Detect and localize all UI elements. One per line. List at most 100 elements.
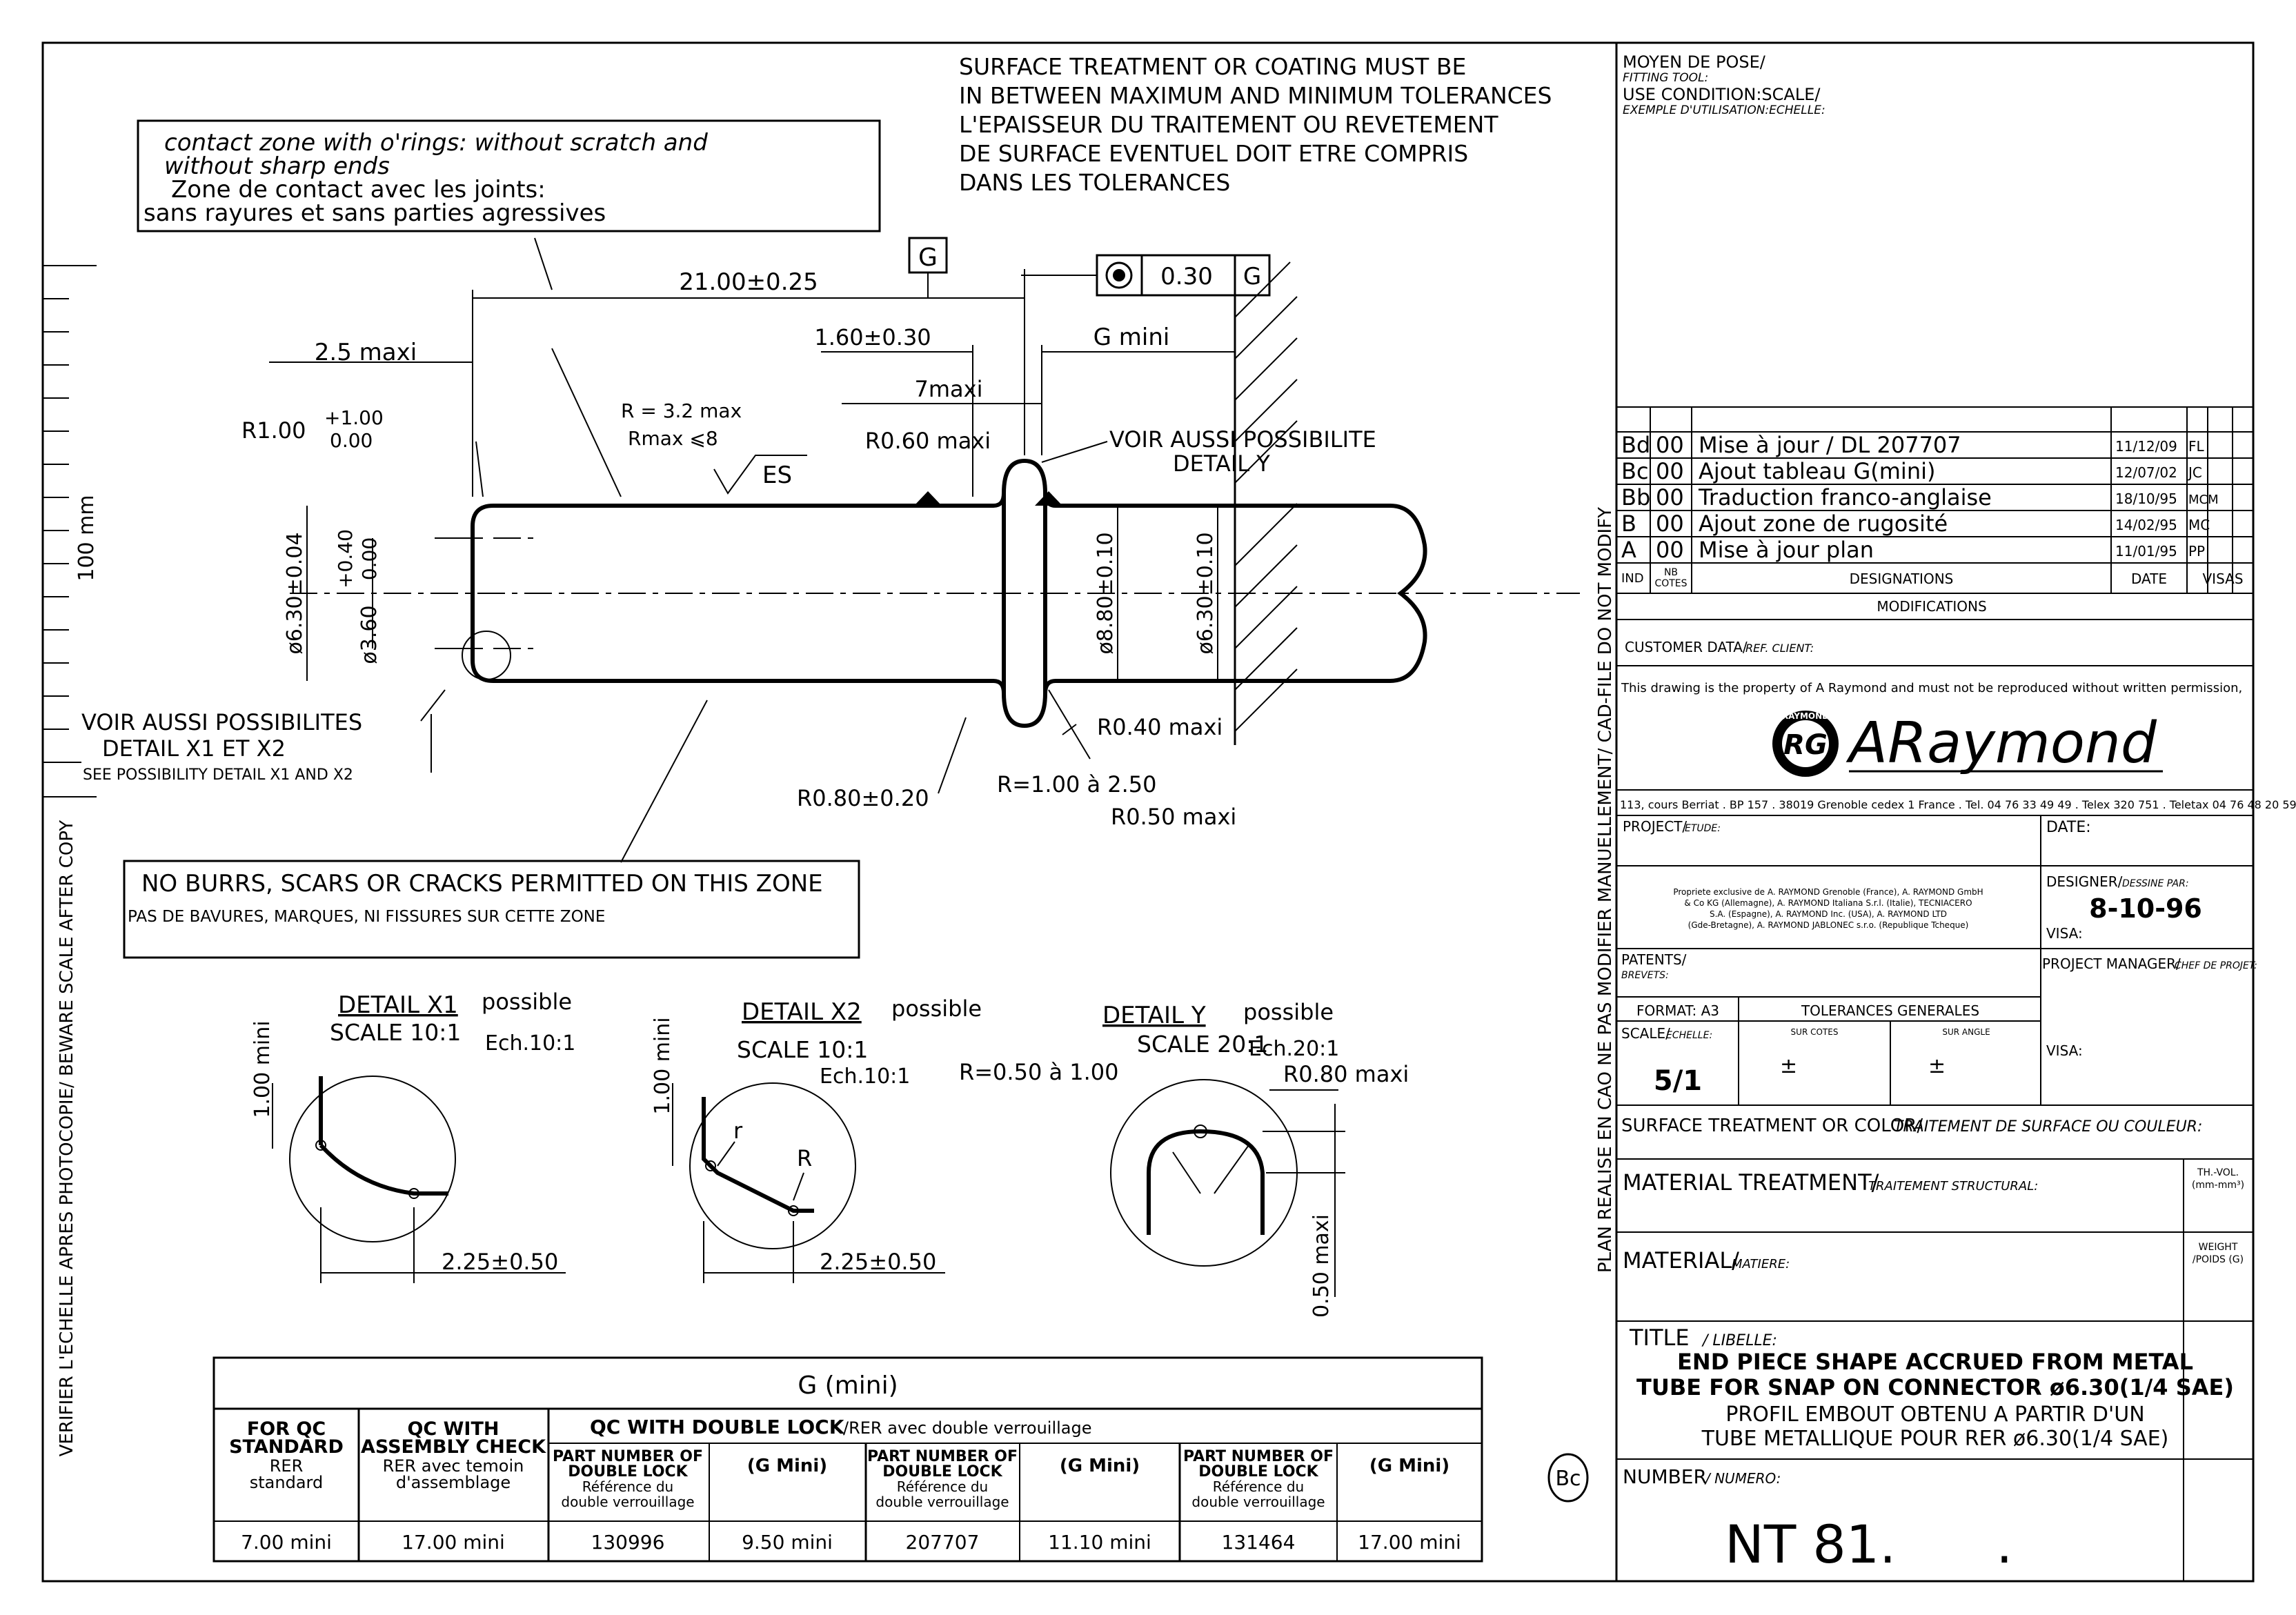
detail-x2-width: 2.25±0.50 [820,1249,936,1275]
svg-text:IND: IND [1621,571,1644,586]
g-table-cell: 130996 [591,1531,665,1554]
detail-x2-height: 1.00 mini [651,1017,675,1114]
dim-r080: R0.80±0.20 [797,785,929,811]
svg-text:A: A [1621,537,1636,563]
dim-r100-plus: +1.00 [324,406,384,429]
svg-text:QC WITH DOUBLE LOCK: QC WITH DOUBLE LOCK [590,1416,845,1438]
g-table-cell: 9.50 mini [742,1531,833,1554]
svg-text:MCM: MCM [2188,493,2219,507]
svg-text:DETAIL Y: DETAIL Y [1173,450,1270,477]
revision-row: A 00 Mise à jour plan 11/01/95 PP [1621,537,2205,563]
no-burrs-note: NO BURRS, SCARS OR CRACKS PERMITTED ON T… [123,860,860,959]
scale-bar [43,265,97,797]
svg-text:B: B [1621,511,1636,537]
svg-text:standard: standard [250,1473,323,1492]
svg-text:Ajout zone de rugosité: Ajout zone de rugosité [1699,511,1948,537]
svg-text:00: 00 [1656,458,1684,484]
dim-d360-minus: 0.00 [358,537,381,580]
detail-x2-ech: Ech.10:1 [820,1064,910,1089]
bead-outline [993,458,1056,729]
svg-text:(mm-mm³): (mm-mm³) [2192,1180,2244,1191]
break-line [1389,504,1427,683]
detail-x1-ech: Ech.10:1 [485,1031,575,1056]
svg-text:(G Mini): (G Mini) [1060,1456,1140,1476]
detail-x1-title: DETAIL X1 [338,991,458,1019]
svg-text:EXEMPLE D'UTILISATION:ECHELLE:: EXEMPLE D'UTILISATION:ECHELLE: [1623,103,1825,117]
svg-text:Mise à jour plan: Mise à jour plan [1699,537,1874,563]
svg-text:VISA:: VISA: [2046,1042,2083,1059]
voir-aussi-x-note: VOIR AUSSI POSSIBILITES DETAIL X1 ET X2 … [43,709,432,784]
svg-text:ETUDE:: ETUDE: [1685,823,1721,834]
svg-text:WEIGHT: WEIGHT [2199,1242,2238,1253]
main-view: G 0.30 G 21.00±0.25 1.60±0.30 G mini 7ma… [241,237,1580,863]
svg-text:Bd: Bd [1621,432,1650,458]
svg-text:/ NUMERO:: / NUMERO: [1704,1470,1781,1487]
svg-text:Mise à jour / DL 207707: Mise à jour / DL 207707 [1699,432,1961,458]
margin-note-right: PLAN REALISE EN CAO NE PAS MODIFIER MANU… [1595,507,1616,1273]
svg-text:PATENTS/: PATENTS/ [1621,951,1687,968]
detail-y-title: DETAIL Y [1102,1002,1206,1029]
svg-text:RAYMOND: RAYMOND [1782,711,1829,721]
detail-x1: DETAIL X1 possible SCALE 10:1 Ech.10:1 1… [250,989,575,1283]
detail-y: DETAIL Y possible SCALE 20:1 Ech.20:1 R=… [959,999,1409,1318]
detail-y-r080: R0.80 maxi [1283,1061,1409,1087]
revision-row: Bb 00 Traduction franco-anglaise 18/10/9… [1621,484,2219,511]
svg-text:14/02/95: 14/02/95 [2115,517,2177,533]
svg-text:MC: MC [2188,517,2210,533]
g-mini-table: G (mini) FOR QC STANDARD RER standard QC… [212,1356,1483,1563]
svg-text:Référence du: Référence du [582,1478,673,1495]
detail-x1-height: 1.00 mini [250,1020,275,1118]
dim-r040: R0.40 maxi [1097,714,1223,740]
g-table-cell: 131464 [1222,1531,1296,1554]
svg-text:11/01/95: 11/01/95 [2115,543,2177,559]
svg-text:VOIR AUSSI POSSIBILITES: VOIR AUSSI POSSIBILITES [81,709,362,735]
svg-text:ASSEMBLY CHECK: ASSEMBLY CHECK [361,1436,546,1458]
svg-text:BREVETS:: BREVETS: [1621,970,1669,981]
svg-text:Référence du: Référence du [1213,1478,1304,1495]
svg-text:(G Mini): (G Mini) [747,1456,827,1476]
svg-text:DOUBLE LOCK: DOUBLE LOCK [568,1463,688,1480]
dim-d630-b: ø6.30±0.10 [1194,532,1218,654]
revision-row: Bc 00 Ajout tableau G(mini) 12/07/02 JC [1621,458,2202,484]
svg-text:TRAITEMENT STRUCTURAL:: TRAITEMENT STRUCTURAL: [1868,1179,2038,1193]
svg-text:CHEF DE PROJET:: CHEF DE PROJET: [2175,960,2257,971]
svg-text:DE SURFACE EVENTUEL DOIT ETRE: DE SURFACE EVENTUEL DOIT ETRE COMPRIS [959,140,1468,167]
svg-text:/ LIBELLE:: / LIBELLE: [1701,1332,1777,1349]
sheet-border [41,41,2255,1583]
dim-d360-plus: +0.40 [334,529,357,588]
svg-text:DESIGNATIONS: DESIGNATIONS [1850,571,1954,587]
svg-text:NO BURRS, SCARS OR CRACKS PERM: NO BURRS, SCARS OR CRACKS PERMITTED ON T… [141,870,823,898]
detail-y-scale: SCALE 20:1 [1137,1031,1268,1058]
margin-note-left: VERIFIER L'ECHELLE APRES PHOTOCOPIE/ BEW… [57,820,77,1457]
svg-text:REF. CLIENT:: REF. CLIENT: [1745,642,1814,655]
svg-text:double verrouillage: double verrouillage [1191,1494,1325,1510]
svg-text:PART NUMBER OF: PART NUMBER OF [1183,1448,1334,1465]
svg-text:RER: RER [270,1456,304,1476]
detail-x2-r-big: R [797,1145,812,1171]
svg-text:MATERIAL TREATMENT/: MATERIAL TREATMENT/ [1623,1169,1879,1196]
svg-text:DOUBLE LOCK: DOUBLE LOCK [1198,1463,1318,1480]
dim-offset: 1.60±0.30 [814,324,931,350]
svg-text:FOR QC: FOR QC [247,1418,326,1440]
detail-x1-suffix: possible [482,989,572,1015]
svg-text:00: 00 [1656,537,1684,563]
revision-row: Bd 00 Mise à jour / DL 207707 11/12/09 F… [1621,432,2205,458]
svg-text:TH.-VOL.: TH.-VOL. [2197,1167,2239,1178]
svg-text:12/07/02: 12/07/02 [2115,464,2177,481]
svg-text:COTES: COTES [1654,578,1687,589]
svg-text:±: ± [1780,1054,1797,1078]
detail-x2-r-small: r [733,1118,743,1144]
svg-text:USE CONDITION:SCALE/: USE CONDITION:SCALE/ [1623,85,1821,104]
svg-text:SEE POSSIBILITY DETAIL X1 AND: SEE POSSIBILITY DETAIL X1 AND X2 [83,766,353,784]
drawing-title-fr: PROFIL EMBOUT OBTENU A PARTIR D'UN [1725,1403,2144,1427]
concentricity-icon [1105,261,1133,289]
dim-7maxi: 7maxi [915,376,983,402]
roughness-mark [914,491,942,506]
svg-text:PART NUMBER OF: PART NUMBER OF [867,1448,1018,1465]
scale-value: 5/1 [1654,1065,1702,1097]
svg-text:L'EPAISSEUR DU TRAITEMENT OU R: L'EPAISSEUR DU TRAITEMENT OU REVETEMENT [959,111,1498,138]
svg-text:Traduction franco-anglaise: Traduction franco-anglaise [1698,484,1992,511]
svg-text:STANDARD: STANDARD [229,1436,344,1458]
drawing-number: NT 81. . [1725,1514,2012,1575]
